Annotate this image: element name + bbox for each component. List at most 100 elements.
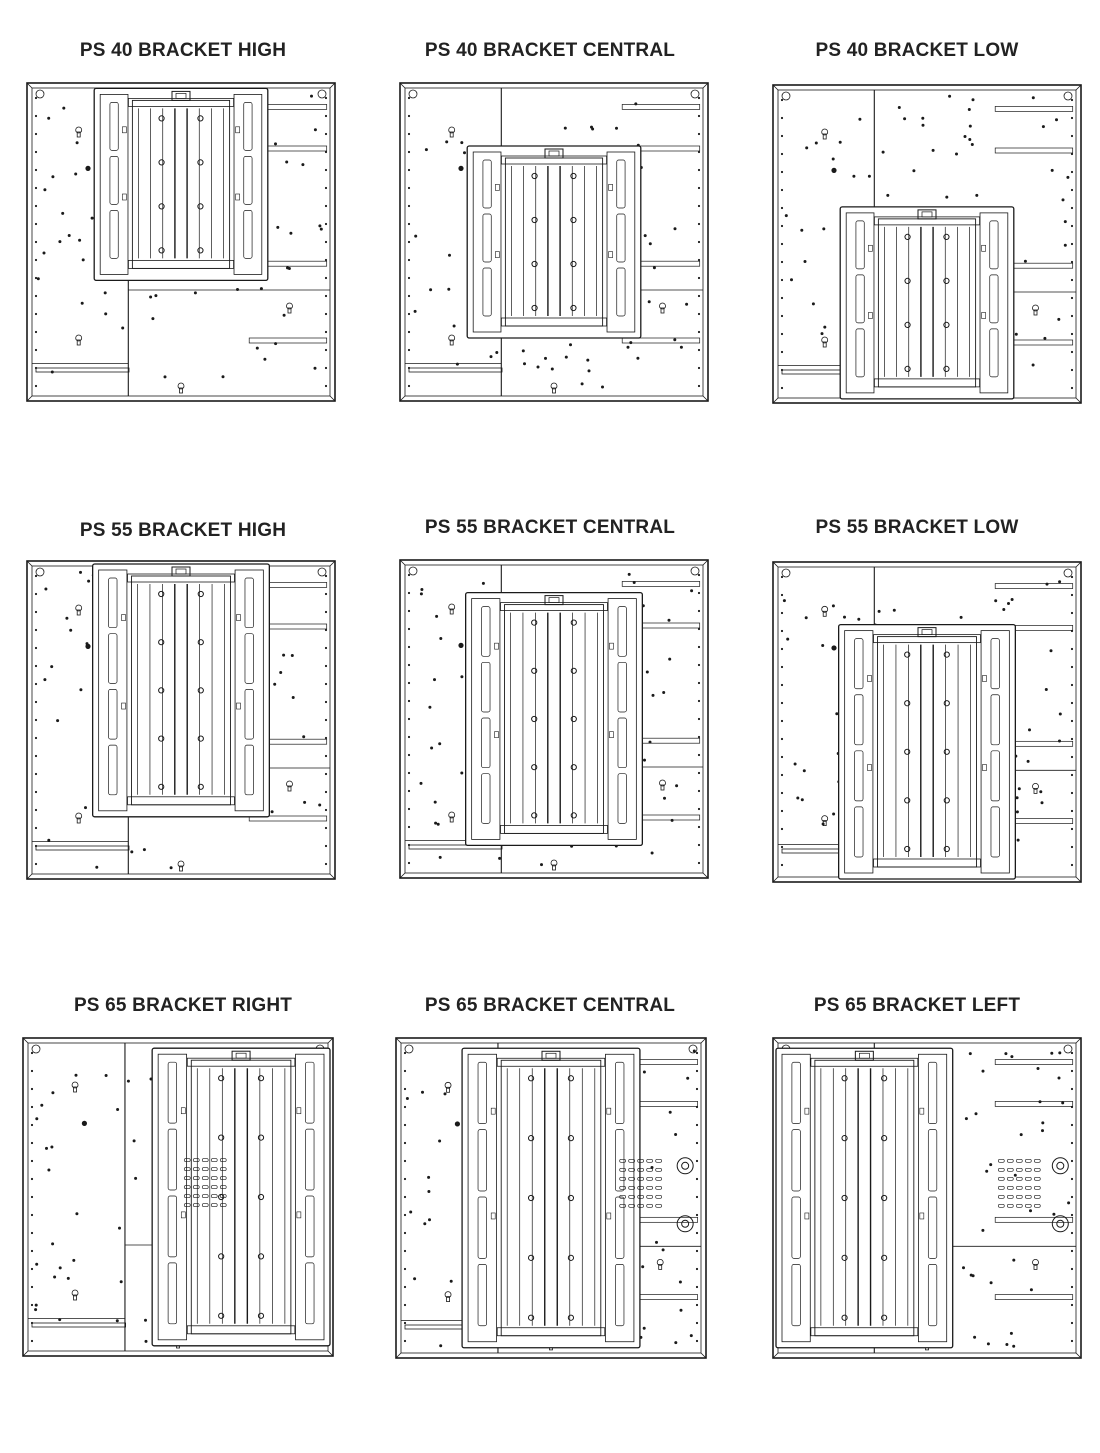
edge-hole xyxy=(780,773,784,777)
rail-bolt xyxy=(527,1254,535,1261)
vent-slot xyxy=(998,1168,1005,1172)
bracket-slot xyxy=(615,1129,625,1192)
edge-hole xyxy=(780,611,784,615)
rail-bolt xyxy=(531,172,538,180)
mounting-hole xyxy=(428,1218,431,1222)
keyhole-slot xyxy=(286,302,293,310)
vent-slot xyxy=(183,1203,191,1207)
mounting-hole xyxy=(282,313,286,317)
corner-chamfer xyxy=(702,559,709,566)
mounting-hole xyxy=(414,234,418,238)
rail-bolt xyxy=(570,812,577,819)
bracket-handle xyxy=(175,93,187,99)
edge-hole xyxy=(697,258,701,262)
edge-hole xyxy=(780,665,784,669)
bracket-slot xyxy=(855,328,865,378)
mounting-hole xyxy=(51,175,55,179)
panel-title: PS 55 BRACKET LOW xyxy=(815,517,1019,538)
edge-hole xyxy=(407,771,411,775)
edge-hole xyxy=(324,646,328,650)
edge-hole xyxy=(1070,1051,1074,1055)
vent-slot xyxy=(619,1168,626,1172)
edge-hole xyxy=(1070,278,1074,282)
mounting-hole xyxy=(689,1334,693,1338)
mounting-hole xyxy=(313,366,317,370)
edge-hole xyxy=(1070,1123,1074,1127)
bracket-slot xyxy=(990,638,1000,690)
bracket-slot xyxy=(854,750,864,802)
bracket-slot xyxy=(616,213,626,263)
vent-slot xyxy=(183,1176,191,1180)
bracket-slot xyxy=(244,633,254,684)
vent-slot xyxy=(183,1167,191,1171)
bracket-slot xyxy=(990,694,1000,746)
mounting-hole xyxy=(428,705,432,709)
fan-port xyxy=(1056,1219,1065,1228)
mounting-hole xyxy=(1041,125,1045,129)
edge-hole xyxy=(697,627,701,631)
mounting-hole xyxy=(421,1090,424,1094)
edge-hole xyxy=(407,645,411,649)
mounting-hole xyxy=(34,1308,38,1312)
edge-hole xyxy=(1070,791,1074,795)
mounting-hole xyxy=(804,616,808,620)
edge-hole xyxy=(695,1087,699,1091)
edge-hole xyxy=(1070,1159,1074,1163)
mounting-hole xyxy=(968,124,972,128)
mounting-hole xyxy=(1058,580,1062,584)
mounting-hole xyxy=(903,117,907,121)
edge-hole xyxy=(34,330,38,334)
edge-hole xyxy=(1070,116,1074,120)
mounting-hole xyxy=(831,157,835,161)
corner-chamfer xyxy=(702,82,709,89)
mounting-hole xyxy=(1014,332,1018,336)
panel-title: PS 40 BRACKET HIGH xyxy=(79,40,287,61)
bracket-arm xyxy=(467,1053,497,1343)
vent-slot xyxy=(1033,1186,1041,1190)
vent-slot xyxy=(637,1204,644,1208)
side-mark xyxy=(490,1107,496,1115)
edge-hole xyxy=(695,1267,699,1271)
edge-hole xyxy=(34,700,38,704)
mounting-hole xyxy=(290,654,294,657)
edge-hole xyxy=(1070,719,1074,723)
mounting-hole xyxy=(959,615,963,619)
vent-slot xyxy=(637,1195,644,1199)
bracket-slot xyxy=(108,744,118,796)
bracket-slot xyxy=(481,606,491,657)
edge-hole xyxy=(324,592,328,596)
vent-slot xyxy=(637,1186,644,1190)
bracket-handle xyxy=(921,211,933,218)
fan-port xyxy=(681,1161,690,1170)
edge-hole xyxy=(403,1177,407,1181)
edge-hole xyxy=(34,646,38,650)
bracket-slot xyxy=(167,1061,178,1124)
mounting-hole xyxy=(429,288,433,292)
panel-ps65-left: PS 65 BRACKET LEFT xyxy=(734,993,1100,1453)
rail-channel xyxy=(248,337,328,344)
mounting-hole xyxy=(47,116,51,120)
edge-hole xyxy=(34,718,38,722)
corner-screw xyxy=(317,89,327,99)
mounting-hole xyxy=(803,260,807,263)
mounting-hole xyxy=(931,148,935,152)
rail-bolt xyxy=(567,1135,575,1142)
rail-bolt xyxy=(527,1194,535,1202)
mounting-hole xyxy=(1058,1051,1062,1055)
mounting-hole xyxy=(971,98,975,102)
mounting-hole xyxy=(169,866,173,870)
edge-hole xyxy=(697,789,701,793)
edge-hole xyxy=(324,862,328,866)
bracket-arm xyxy=(295,1053,325,1341)
edge-hole xyxy=(324,772,328,776)
mounting-hole xyxy=(460,771,464,775)
bracket-arm xyxy=(781,1053,811,1343)
mounting-hole xyxy=(50,1145,54,1149)
edge-hole xyxy=(34,682,38,686)
panel-title: PS 65 BRACKET RIGHT xyxy=(73,995,293,1016)
mounting-hole xyxy=(87,579,91,583)
bracket-plate xyxy=(92,563,270,818)
rail-bolt xyxy=(943,277,950,284)
edge-hole xyxy=(1070,1069,1074,1073)
mounting-hole xyxy=(163,375,167,379)
